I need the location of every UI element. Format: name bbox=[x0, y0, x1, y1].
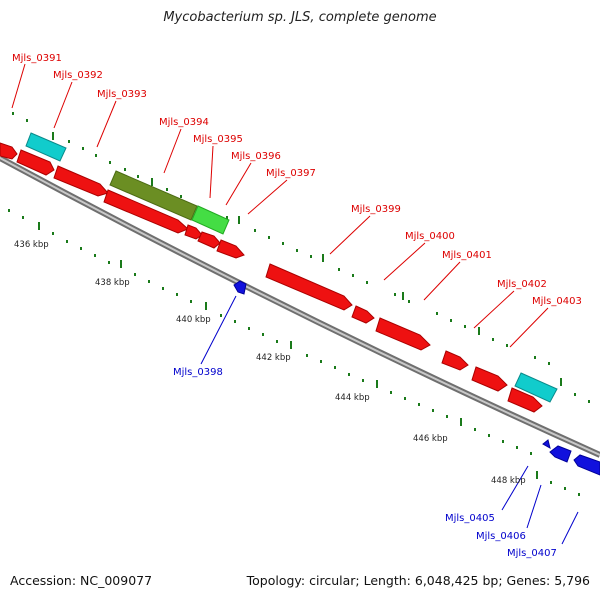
forward-genes bbox=[0, 142, 543, 413]
gene-label[interactable]: Mjls_0398 bbox=[173, 367, 223, 378]
gene-label[interactable]: Mjls_0401 bbox=[442, 250, 492, 261]
gene-label[interactable]: Mjls_0403 bbox=[532, 296, 582, 307]
gene-arrow-fwd[interactable] bbox=[351, 305, 375, 324]
gene-arrow-fwd[interactable] bbox=[375, 317, 431, 351]
gene-arrow-rev[interactable] bbox=[542, 439, 551, 450]
rna-gene-block[interactable] bbox=[25, 132, 67, 162]
highlighted-genes bbox=[109, 170, 230, 235]
gene-arrow-fwd[interactable] bbox=[265, 263, 353, 311]
gene-label[interactable]: Mjls_0395 bbox=[193, 134, 243, 145]
gene-label[interactable]: Mjls_0406 bbox=[476, 531, 526, 542]
gene-arrow-fwd[interactable] bbox=[197, 231, 221, 249]
outer-tick-row bbox=[12, 112, 590, 403]
scale-labels: 436 kbp 438 kbp 440 kbp 442 kbp 444 kbp … bbox=[14, 240, 526, 486]
scale-label: 438 kbp bbox=[95, 278, 130, 288]
map-title: Mycobacterium sp. JLS, complete genome bbox=[163, 10, 437, 25]
gene-label[interactable]: Mjls_0400 bbox=[405, 231, 455, 242]
gene-label[interactable]: Mjls_0402 bbox=[497, 279, 547, 290]
scale-label: 442 kbp bbox=[256, 353, 291, 363]
gene-label[interactable]: Mjls_0405 bbox=[445, 513, 495, 524]
gene-arrow-rev[interactable] bbox=[549, 445, 572, 463]
scale-label: 448 kbp bbox=[491, 476, 526, 486]
forward-gene-labels: Mjls_0391 Mjls_0392 Mjls_0393 Mjls_0394 … bbox=[12, 53, 582, 307]
gene-arrow-fwd[interactable] bbox=[216, 239, 245, 259]
gene-label[interactable]: Mjls_0391 bbox=[12, 53, 62, 64]
gene-arrow-fwd[interactable] bbox=[441, 350, 469, 371]
inner-tick-row bbox=[8, 209, 580, 496]
gene-label[interactable]: Mjls_0392 bbox=[53, 70, 103, 81]
gene-block-olive[interactable] bbox=[109, 170, 198, 221]
gene-arrow-fwd[interactable] bbox=[184, 224, 203, 240]
gene-arrow-rev[interactable] bbox=[233, 280, 247, 295]
gene-arrow-fwd[interactable] bbox=[53, 165, 109, 197]
label-leader-lines bbox=[11, 63, 579, 545]
accession-text: Accession: NC_009077 bbox=[10, 573, 153, 588]
reverse-genes bbox=[233, 280, 600, 476]
scale-label: 440 kbp bbox=[176, 315, 211, 325]
gene-label[interactable]: Mjls_0399 bbox=[351, 204, 401, 215]
rna-genes bbox=[25, 132, 558, 403]
genome-backbone bbox=[0, 155, 600, 458]
gene-block-green[interactable] bbox=[191, 205, 230, 235]
scale-label: 444 kbp bbox=[335, 393, 370, 403]
rna-gene-block[interactable] bbox=[514, 372, 558, 403]
gene-arrow-rev[interactable] bbox=[573, 454, 600, 476]
scale-label: 436 kbp bbox=[14, 240, 49, 250]
reverse-gene-labels: Mjls_0398 Mjls_0405 Mjls_0406 Mjls_0407 bbox=[173, 367, 557, 559]
gene-label[interactable]: Mjls_0397 bbox=[266, 168, 316, 179]
gene-arrow-fwd[interactable] bbox=[16, 149, 55, 176]
gene-arrow-fwd[interactable] bbox=[471, 366, 508, 392]
genome-summary-text: Topology: circular; Length: 6,048,425 bp… bbox=[246, 573, 590, 588]
scale-label: 446 kbp bbox=[413, 434, 448, 444]
gene-label[interactable]: Mjls_0393 bbox=[97, 89, 147, 100]
gene-arrow-fwd[interactable] bbox=[0, 142, 18, 160]
gene-arrow-fwd[interactable] bbox=[103, 189, 189, 234]
gene-label[interactable]: Mjls_0394 bbox=[159, 117, 209, 128]
gene-label[interactable]: Mjls_0396 bbox=[231, 151, 281, 162]
gene-arrow-fwd[interactable] bbox=[507, 387, 543, 413]
gene-label[interactable]: Mjls_0407 bbox=[507, 548, 557, 559]
